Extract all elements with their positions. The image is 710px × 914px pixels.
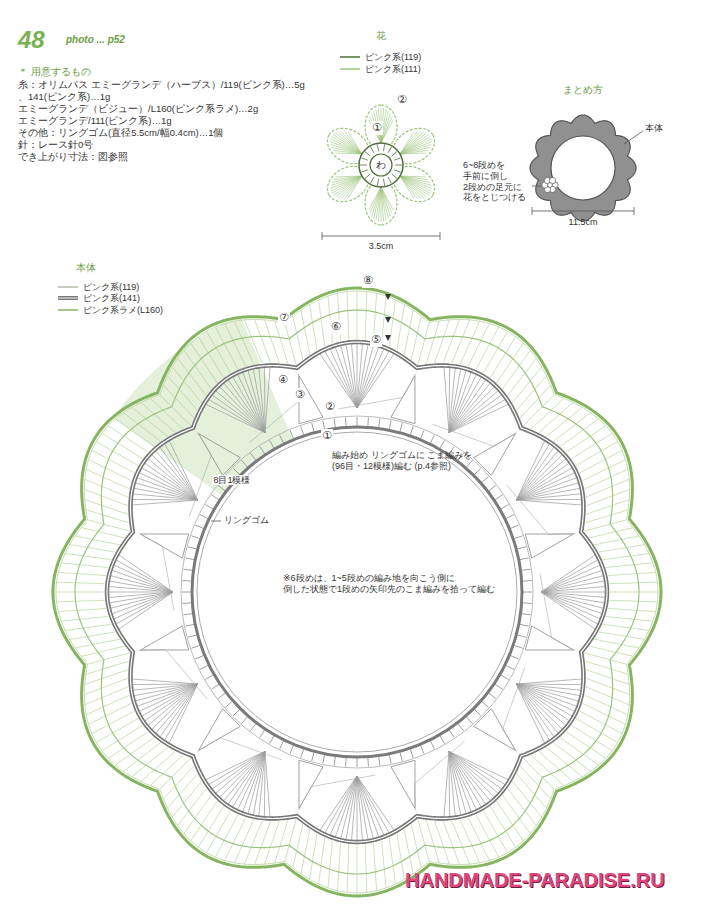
ring-elastic-inner	[197, 432, 517, 752]
ring-circle: わ	[369, 153, 393, 177]
legend-swatch	[58, 298, 78, 299]
legend-swatch	[58, 296, 78, 300]
part-label: 本体	[645, 123, 663, 134]
round-number: ⑧	[362, 274, 374, 287]
round-number: ③	[294, 388, 306, 401]
round-6-8-stitches	[56, 291, 658, 893]
part-label: リングゴム	[224, 515, 269, 526]
material-line: 、141(ピンク系)…1g	[18, 91, 110, 102]
material-line: でき上がり寸法：図参照	[18, 151, 128, 162]
round-number: ②	[324, 400, 336, 413]
section-heading: まとめ方	[563, 84, 603, 96]
dimension: 11.5cm	[569, 217, 598, 228]
small-flower	[542, 177, 558, 192]
materials-heading: ＊ 用意するもの	[18, 66, 91, 77]
round-number: ④	[277, 373, 289, 386]
leader-line	[211, 521, 221, 522]
dimension: 3.5cm	[369, 241, 394, 252]
legend-swatch	[58, 309, 78, 311]
round-number: ①	[371, 121, 383, 134]
leader-line	[624, 131, 643, 144]
dimension-line	[322, 232, 440, 240]
body-outline	[530, 115, 636, 221]
section-heading: 本体	[76, 262, 96, 274]
round-number: ①	[321, 429, 333, 442]
round-5-outline	[107, 342, 607, 842]
legend-text: ピンク系(119)	[83, 282, 139, 293]
watermark: HANDMADE-PARADISE.RU	[405, 868, 665, 892]
material-line: エミーグランデ（ビジュー）/L160(ピンク系ラメ)…2g	[18, 103, 258, 114]
start-mark	[385, 294, 391, 300]
leader-line	[532, 186, 541, 187]
legend-text: ピンク系(119)	[365, 52, 421, 63]
legend-swatch	[340, 56, 360, 58]
material-line: その他：リングゴム(直径5.5cm/幅0.4cm)…1個	[18, 127, 224, 138]
flower-chart	[327, 105, 434, 225]
round-number: ②	[396, 93, 408, 106]
round-number: ⑤	[370, 333, 382, 346]
section-heading: 花	[376, 30, 386, 42]
material-line: 針：レース針0号	[18, 139, 93, 150]
photo-ref: photo ... p52	[66, 34, 125, 46]
repeat-label: 8目1模様	[212, 475, 251, 486]
legend-swatch	[340, 68, 360, 70]
round-number: ⑥	[330, 320, 342, 333]
body-opening	[551, 136, 615, 200]
dimension-line	[532, 207, 634, 215]
start-note: 編み始め リングゴムに こま編みを(96目・12模様)編む (p.4参照)	[332, 450, 482, 472]
ring-elastic	[192, 427, 522, 757]
start-mark	[385, 335, 391, 341]
legend-text: ピンク系ラメ(L160)	[83, 305, 163, 316]
round-2-5-stitches	[109, 344, 605, 840]
ring-label: わ	[376, 159, 386, 171]
round-8-outline	[53, 288, 661, 896]
round-number: ⑦	[278, 311, 290, 324]
figure-number: 48	[18, 26, 45, 55]
legend-text: ピンク系(141)	[83, 293, 140, 304]
start-mark	[385, 317, 391, 323]
round-5-outline-inner	[107, 342, 607, 842]
material-line: エミーグランデ/111(ピンク系)…1g	[18, 115, 171, 126]
round-8-inner	[56, 291, 658, 893]
legend-swatch	[58, 287, 78, 288]
assembly-note: 6~8段めを 手前に倒し 2段めの足元に 花をとじつける	[463, 160, 531, 203]
material-line: 糸：オリムパス エミーグランデ（ハーブス）/119(ピンク系)…5g	[18, 79, 305, 90]
round-2-line	[181, 416, 533, 768]
round-1-stitches	[182, 417, 532, 767]
round-note: ※6段めは、1~5段めの編み地を向こう側に 倒した状態で1段めの矢印先のこま編み…	[283, 573, 508, 595]
legend-text: ピンク系(111)	[365, 64, 421, 75]
